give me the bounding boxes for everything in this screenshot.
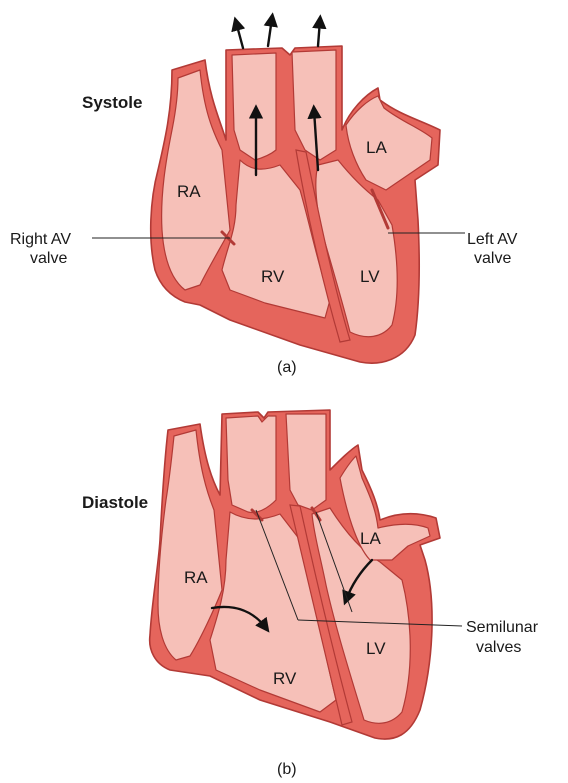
systole-left-av-line1: Left AV bbox=[467, 231, 518, 248]
systole-ra-label: RA bbox=[177, 182, 201, 201]
systole-title: Systole bbox=[82, 93, 142, 112]
systole-right-av-line2: valve bbox=[30, 250, 67, 267]
systole-lv-label: LV bbox=[360, 267, 380, 286]
systole-right-av-line1: Right AV bbox=[10, 231, 71, 248]
systole-rv-label: RV bbox=[261, 267, 285, 286]
diastole-la-label: LA bbox=[360, 529, 381, 548]
diastole-lv-label: LV bbox=[366, 639, 386, 658]
diastole-title: Diastole bbox=[82, 493, 148, 512]
diastole-semilunar-line2: valves bbox=[476, 639, 521, 656]
systole-la-label: LA bbox=[366, 138, 387, 157]
diastole-semilunar-line1: Semilunar bbox=[466, 619, 539, 636]
diastole-rv-label: RV bbox=[273, 669, 297, 688]
diastole-pulmonary-trunk bbox=[226, 416, 276, 513]
diastole-caption: (b) bbox=[277, 761, 297, 778]
diastole-panel: Diastole RA RV LV LA Semilunar valves (b… bbox=[82, 410, 539, 778]
diastole-ra-label: RA bbox=[184, 568, 208, 587]
systole-panel: Systole RA RV LV LA Right AV valve Left … bbox=[10, 18, 518, 376]
systole-caption: (a) bbox=[277, 359, 297, 376]
systole-pulmonary-trunk bbox=[232, 53, 276, 160]
systole-left-av-line2: valve bbox=[474, 250, 511, 267]
